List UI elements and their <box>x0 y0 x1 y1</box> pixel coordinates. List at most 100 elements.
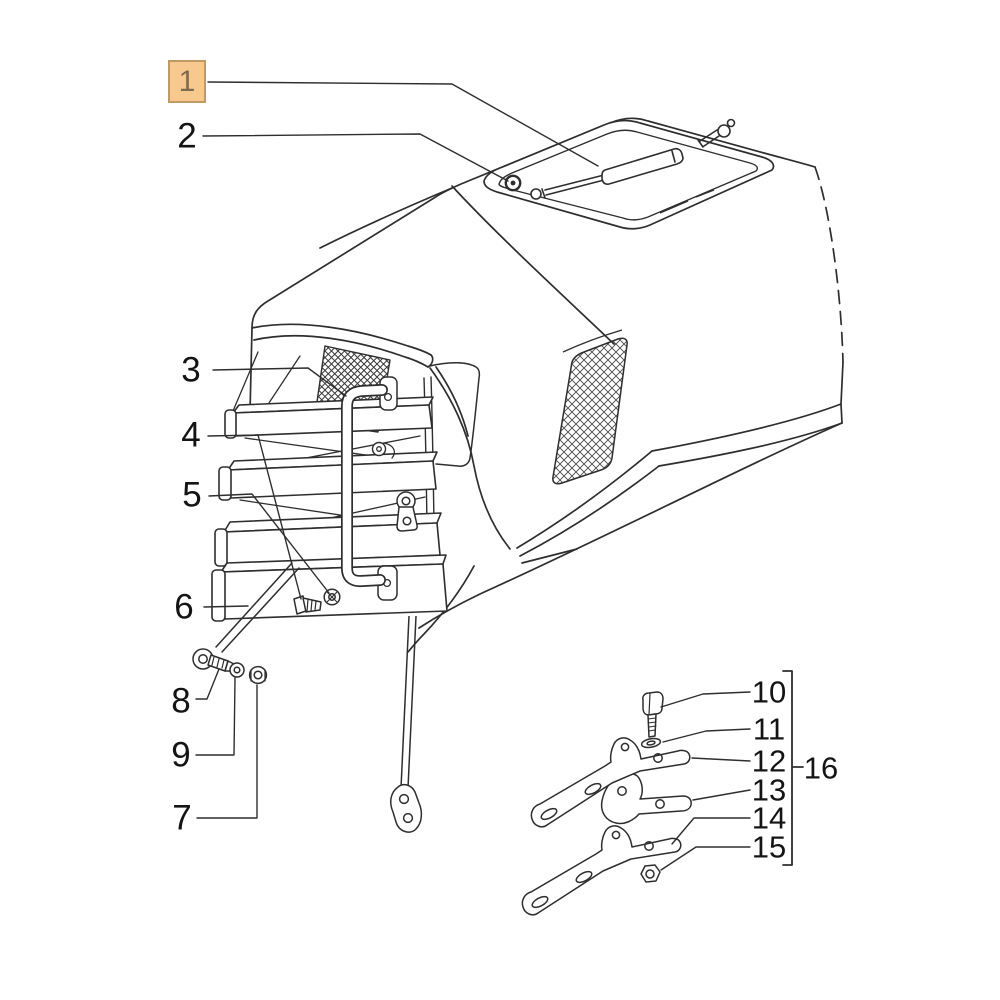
callout-1[interactable]: 1 <box>178 64 196 98</box>
grille-valance-cap <box>211 569 226 622</box>
washer-11-outer <box>640 737 662 749</box>
leader-line-8 <box>195 668 220 700</box>
callout-8[interactable]: 8 <box>171 681 191 721</box>
callout-7[interactable]: 7 <box>172 798 192 838</box>
washer-5-rim <box>326 591 338 603</box>
flap-panel <box>429 362 481 467</box>
washer-11-hole <box>646 740 656 746</box>
strut-mounting-nut-center <box>510 180 516 186</box>
callout-13[interactable]: 13 <box>751 772 787 808</box>
callout-5[interactable]: 5 <box>182 475 202 515</box>
grille-slat-2-cap <box>218 466 232 501</box>
bracket-plate-13 <box>600 772 692 825</box>
leader-line-12 <box>691 757 751 762</box>
leader-line-9 <box>195 677 236 756</box>
callout-15[interactable]: 15 <box>751 829 787 865</box>
callout-11[interactable]: 11 <box>752 711 786 747</box>
leader-line-3 <box>212 367 347 397</box>
callout-16[interactable]: 16 <box>803 750 839 786</box>
slat-stud <box>371 441 387 457</box>
hood-rear-edge-dashed <box>814 166 844 363</box>
hood-band-top <box>651 403 842 452</box>
bracket-plate-13-end-hole <box>655 799 665 809</box>
latch-rod-shaft <box>400 615 417 789</box>
exploded-ball-stud-head <box>717 124 731 138</box>
callout-14[interactable]: 14 <box>751 800 787 836</box>
leader-line-10 <box>660 691 751 708</box>
hood-sweep-4 <box>521 548 578 564</box>
leader-line-15 <box>660 846 751 871</box>
leader-line-1 <box>207 81 599 167</box>
side-panel-inner-edge <box>435 366 469 437</box>
latch-rod <box>389 615 423 833</box>
bolt-10-head-facet <box>648 692 651 716</box>
bracket-plate-14 <box>521 825 682 916</box>
callout-10[interactable]: 10 <box>751 674 787 710</box>
nut-7-facets <box>250 669 266 682</box>
rod-clevis-hole-1 <box>398 793 410 805</box>
front-corner-curve <box>407 565 475 653</box>
bracket-plate-13-tab-hole <box>617 786 627 796</box>
bracket-plate-12-slot-1 <box>540 807 558 821</box>
washer-11 <box>640 737 662 749</box>
keyhole-bracket <box>396 491 418 532</box>
rod-eyelet-hole <box>198 654 208 664</box>
leader-line-7 <box>196 684 258 819</box>
callout-1-box[interactable]: 1 <box>168 60 206 103</box>
hood-sweep-1 <box>516 450 653 549</box>
hood-crease <box>451 185 615 345</box>
support-rod-assembly <box>192 562 300 685</box>
leader-line-5 <box>208 493 330 594</box>
hood-ridge-line <box>319 187 453 249</box>
group-bracket-16 <box>782 670 804 866</box>
callout-9[interactable]: 9 <box>171 735 191 775</box>
bolt-10-head <box>642 691 664 716</box>
nose-cap-end <box>427 354 434 368</box>
leader-line-14 <box>671 817 751 845</box>
strut-rod <box>544 173 609 196</box>
washer-9-hole <box>233 666 241 674</box>
strut-cylinder <box>601 147 684 186</box>
roof-opening-recess-lines <box>659 189 715 214</box>
nut-7-hole <box>253 670 263 680</box>
hood-rear-edge <box>840 361 844 424</box>
bracket-plate-14-tab-hole <box>611 830 621 840</box>
grille-slat-3-cap <box>214 528 228 567</box>
front-grille <box>211 345 448 622</box>
hood-sweep-2 <box>519 465 660 557</box>
keyhole-bracket-slot <box>402 516 412 526</box>
bolt-10-shaft <box>647 713 657 738</box>
bracket-kit <box>521 691 692 916</box>
bracket-plate-12 <box>530 737 691 828</box>
leader-line-2 <box>202 133 509 182</box>
callout-6[interactable]: 6 <box>174 587 194 627</box>
lift-handle <box>341 376 398 601</box>
bracket-plate-14-slot-1 <box>531 895 549 909</box>
callout-12[interactable]: 12 <box>751 743 787 779</box>
nose-cap-bottom <box>253 334 429 368</box>
callout-3[interactable]: 3 <box>181 350 201 390</box>
callout-2[interactable]: 2 <box>177 116 197 156</box>
slat-stud-tab <box>383 442 395 459</box>
grille-bolt-washer <box>293 588 341 615</box>
slat-stud-hole <box>376 446 382 452</box>
grille-slat-1-cap <box>224 409 237 439</box>
side-vent-mesh <box>552 337 628 485</box>
nut-15-hex <box>640 864 661 883</box>
rod-clevis <box>389 783 423 833</box>
support-rod <box>215 562 300 653</box>
handle-tube-fill <box>342 385 387 586</box>
nut-15-hole <box>645 869 655 879</box>
nut-15 <box>640 864 661 883</box>
keyhole-bracket-body <box>396 506 418 532</box>
side-vent-accent <box>562 329 623 353</box>
hood-outline <box>249 117 816 414</box>
bracket-plate-12-tab-hole <box>620 742 630 752</box>
callout-4[interactable]: 4 <box>181 415 201 455</box>
bolt-10 <box>642 691 664 738</box>
hood-band-bottom <box>658 422 843 467</box>
bracket-plate-14-slot-2 <box>575 870 593 884</box>
leader-line-13 <box>692 789 751 801</box>
strut-cylinder-cap-line <box>671 150 676 163</box>
